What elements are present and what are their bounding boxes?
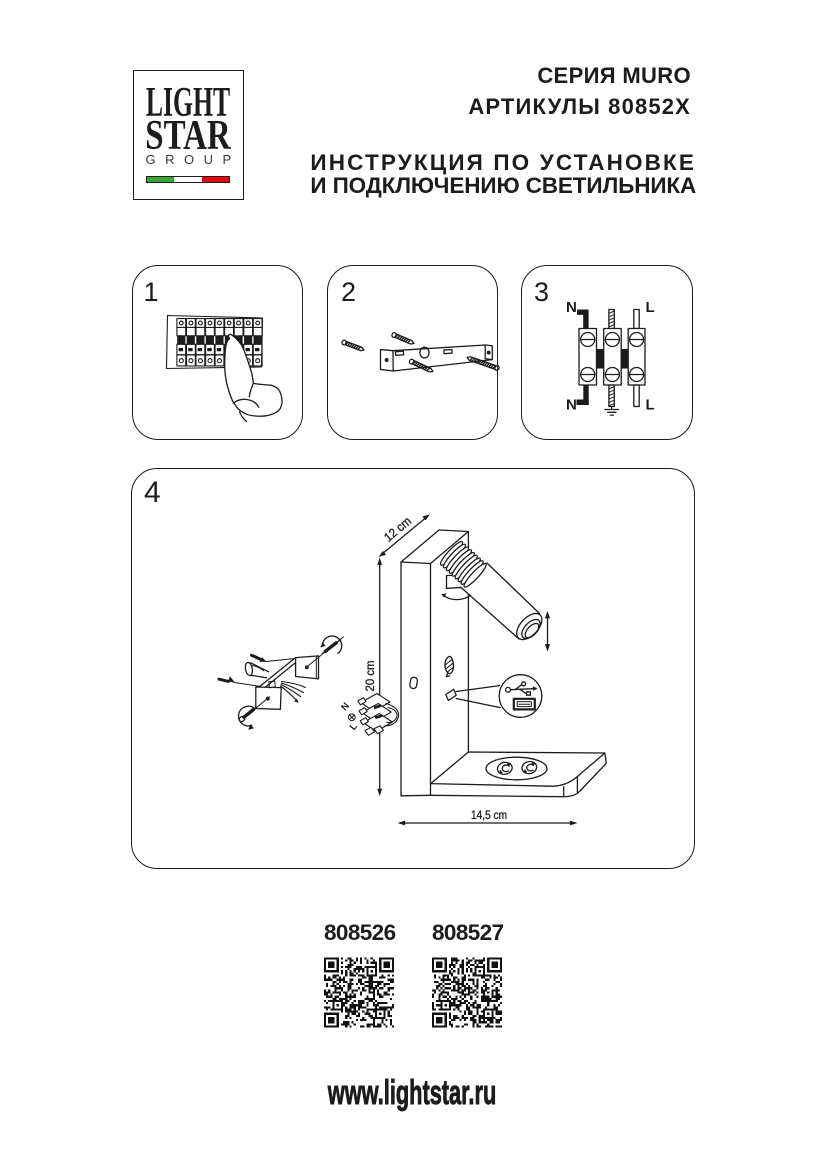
svg-text:L: L [348, 721, 360, 733]
svg-text:N: N [566, 299, 577, 316]
svg-text:L: L [646, 397, 655, 414]
svg-text:20 cm: 20 cm [363, 661, 377, 692]
svg-text:12 cm: 12 cm [381, 514, 414, 545]
svg-text:N: N [339, 701, 352, 713]
svg-text:N: N [566, 397, 577, 414]
svg-text:14,5 cm: 14,5 cm [471, 808, 507, 822]
svg-text:L: L [646, 299, 655, 316]
